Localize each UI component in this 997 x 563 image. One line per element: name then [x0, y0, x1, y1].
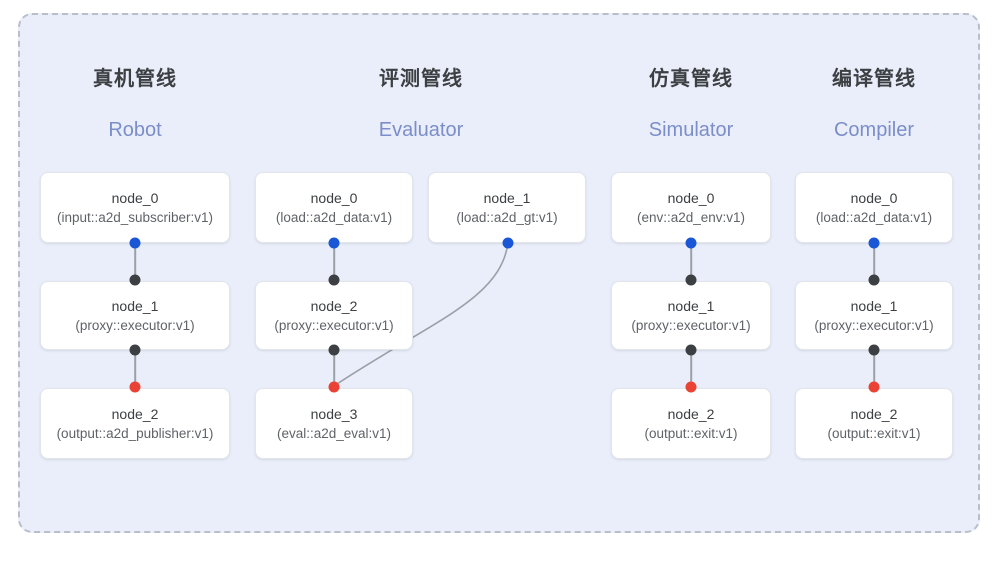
- node-compiler-0[interactable]: node_0 (load::a2d_data:v1): [795, 172, 953, 243]
- node-type: (input::a2d_subscriber:v1): [56, 209, 214, 225]
- node-id: node_3: [310, 405, 358, 422]
- node-type: (proxy::executor:v1): [631, 317, 751, 333]
- link-robot-0-1: [134, 243, 136, 281]
- node-type: (proxy::executor:v1): [75, 317, 195, 333]
- port-output-compiler-1[interactable]: [868, 344, 880, 356]
- node-type: (env::a2d_env:v1): [636, 209, 746, 225]
- port-output-evaluator-1[interactable]: [502, 237, 514, 249]
- node-type: (output::exit:v1): [644, 425, 738, 441]
- link-compiler-0-1: [873, 243, 875, 281]
- node-id: node_0: [310, 189, 358, 206]
- node-id: node_2: [667, 405, 715, 422]
- node-evaluator-0[interactable]: node_0 (load::a2d_data:v1): [255, 172, 413, 243]
- node-id: node_1: [667, 297, 715, 314]
- node-id: node_1: [850, 297, 898, 314]
- column-header-compiler: 编译管线 Compiler: [779, 62, 969, 142]
- node-robot-2[interactable]: node_2 (output::a2d_publisher:v1): [40, 388, 230, 459]
- link-simulator-1-2: [690, 350, 692, 388]
- node-robot-1[interactable]: node_1 (proxy::executor:v1): [40, 281, 230, 350]
- port-output-simulator-1[interactable]: [685, 344, 697, 356]
- port-input-evaluator-3[interactable]: [328, 381, 340, 393]
- column-title-robot: 真机管线: [93, 68, 177, 90]
- port-input-simulator-2[interactable]: [685, 381, 697, 393]
- node-robot-0[interactable]: node_0 (input::a2d_subscriber:v1): [40, 172, 230, 243]
- node-id: node_1: [111, 297, 159, 314]
- node-id: node_1: [483, 189, 531, 206]
- node-id: node_0: [850, 189, 898, 206]
- node-evaluator-2[interactable]: node_2 (proxy::executor:v1): [255, 281, 413, 350]
- node-type: (proxy::executor:v1): [274, 317, 394, 333]
- link-compiler-1-2: [873, 350, 875, 388]
- column-title-simulator: 仿真管线: [649, 68, 733, 90]
- port-output-robot-1[interactable]: [129, 344, 141, 356]
- port-input-simulator-1[interactable]: [685, 274, 697, 286]
- node-compiler-2[interactable]: node_2 (output::exit:v1): [795, 388, 953, 459]
- node-evaluator-3[interactable]: node_3 (eval::a2d_eval:v1): [255, 388, 413, 459]
- node-simulator-0[interactable]: node_0 (env::a2d_env:v1): [611, 172, 771, 243]
- node-id: node_0: [111, 189, 159, 206]
- column-title-compiler: 编译管线: [832, 68, 916, 90]
- node-type: (output::a2d_publisher:v1): [56, 425, 214, 441]
- node-compiler-1[interactable]: node_1 (proxy::executor:v1): [795, 281, 953, 350]
- column-header-evaluator: 评测管线 Evaluator: [326, 62, 516, 142]
- node-evaluator-1[interactable]: node_1 (load::a2d_gt:v1): [428, 172, 586, 243]
- node-simulator-1[interactable]: node_1 (proxy::executor:v1): [611, 281, 771, 350]
- port-input-compiler-2[interactable]: [868, 381, 880, 393]
- port-output-compiler-0[interactable]: [868, 237, 880, 249]
- column-subtitle-robot: Robot: [108, 119, 162, 141]
- node-id: node_2: [111, 405, 159, 422]
- node-id: node_2: [310, 297, 358, 314]
- column-subtitle-compiler: Compiler: [833, 119, 915, 141]
- column-header-simulator: 仿真管线 Simulator: [596, 62, 786, 142]
- column-header-robot: 真机管线 Robot: [40, 62, 230, 142]
- link-simulator-0-1: [690, 243, 692, 281]
- link-robot-1-2: [134, 350, 136, 388]
- port-output-evaluator-0[interactable]: [328, 237, 340, 249]
- port-input-evaluator-2[interactable]: [328, 274, 340, 286]
- port-input-robot-1[interactable]: [129, 274, 141, 286]
- node-type: (load::a2d_data:v1): [815, 209, 933, 225]
- column-subtitle-simulator: Simulator: [648, 119, 734, 141]
- node-type: (load::a2d_gt:v1): [456, 209, 558, 225]
- port-input-compiler-1[interactable]: [868, 274, 880, 286]
- port-output-robot-0[interactable]: [129, 237, 141, 249]
- column-subtitle-evaluator: Evaluator: [378, 119, 464, 141]
- node-type: (output::exit:v1): [827, 425, 921, 441]
- port-input-robot-2[interactable]: [129, 381, 141, 393]
- node-type: (eval::a2d_eval:v1): [276, 425, 392, 441]
- node-id: node_0: [667, 189, 715, 206]
- node-simulator-2[interactable]: node_2 (output::exit:v1): [611, 388, 771, 459]
- node-type: (load::a2d_data:v1): [275, 209, 393, 225]
- node-id: node_2: [850, 405, 898, 422]
- column-title-evaluator: 评测管线: [379, 68, 463, 90]
- node-type: (proxy::executor:v1): [814, 317, 934, 333]
- port-output-evaluator-2[interactable]: [328, 344, 340, 356]
- port-output-simulator-0[interactable]: [685, 237, 697, 249]
